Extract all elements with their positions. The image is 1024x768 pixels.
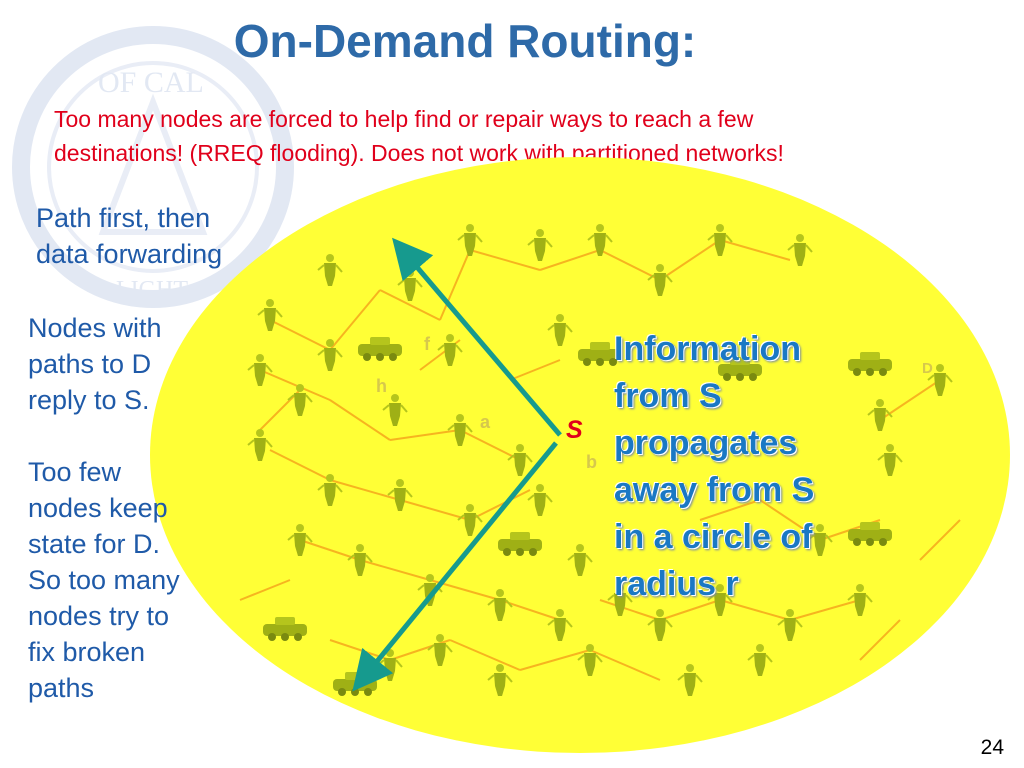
propagation-region <box>150 157 1010 753</box>
callout-line: in a circle of <box>614 518 813 556</box>
side-note-path-first: Path first, then data forwarding <box>36 200 296 272</box>
side-note-line: reply to S. <box>28 385 150 415</box>
callout-line: from S <box>614 377 722 415</box>
information-callout: Information from S propagates away from … <box>614 326 864 608</box>
side-note-line: So too many <box>28 565 180 595</box>
side-note-too-few-nodes: Too few nodes keep state for D. So too m… <box>28 454 228 706</box>
side-note-line: data forwarding <box>36 239 223 269</box>
side-note-line: fix broken <box>28 637 146 667</box>
callout-line: radius r <box>614 565 739 603</box>
side-note-line: paths <box>28 673 95 703</box>
callout-line: Information <box>614 330 801 368</box>
side-note-line: paths to D <box>28 349 152 379</box>
side-note-line: nodes keep <box>28 493 168 523</box>
seal-top-text: OF CAL <box>98 66 204 99</box>
side-note-line: nodes try to <box>28 601 170 631</box>
slide-subtitle: Too many nodes are forced to help find o… <box>54 102 994 170</box>
node-label-d: D <box>922 360 933 377</box>
propagation-arrow-up <box>392 237 562 437</box>
node-label-a: a <box>480 412 491 432</box>
callout-line: propagates <box>614 424 798 462</box>
side-note-line: Too few <box>28 457 122 487</box>
callout-line: away from S <box>614 471 815 509</box>
university-seal-watermark: OF CAL LIGHT <box>12 26 294 308</box>
seal-bottom-text: LIGHT <box>116 277 188 303</box>
subtitle-line: Too many nodes are forced to help find o… <box>54 106 754 132</box>
node-label-h: h <box>376 376 387 396</box>
slide-title: On-Demand Routing: <box>233 15 697 67</box>
node-label-b: b <box>586 452 597 472</box>
propagation-arrow-down <box>352 441 558 692</box>
node-label-s: S <box>566 416 583 444</box>
side-note-line: Path first, then <box>36 203 211 233</box>
side-note-nodes-with-paths: Nodes with paths to D reply to S. <box>28 310 228 418</box>
subtitle-line: destinations! (RREQ flooding). Does not … <box>54 140 784 166</box>
node-label-f: f <box>424 334 430 354</box>
page-number: 24 <box>980 736 1004 759</box>
side-note-line: state for D. <box>28 529 161 559</box>
side-note-line: Nodes with <box>28 313 162 343</box>
